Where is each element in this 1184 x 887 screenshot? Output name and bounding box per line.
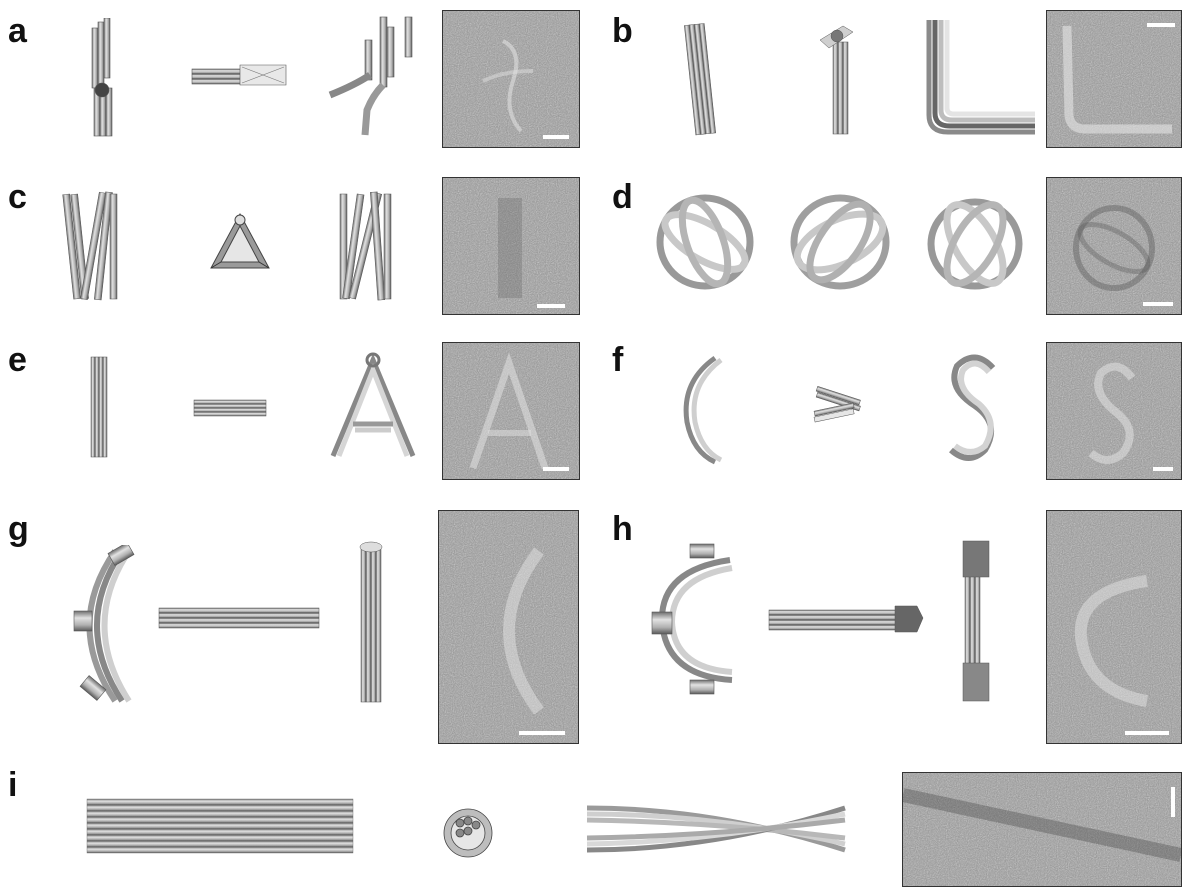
panel-b-tem-image [1046, 10, 1182, 148]
panel-label-d: d [612, 180, 633, 214]
panel-f-model-top [808, 383, 868, 433]
panel-a-model-side [190, 55, 290, 95]
scale-bar [1143, 302, 1173, 306]
panel-e-tem-image [442, 342, 580, 480]
panel-a-tem-image [442, 10, 580, 148]
scale-bar [1153, 467, 1173, 471]
scale-bar [519, 731, 565, 735]
panel-g-tem-image [438, 510, 579, 744]
panel-label-i: i [8, 768, 17, 802]
panel-b-model-assembled [920, 18, 1040, 138]
scale-bar [1147, 23, 1175, 27]
panel-i-model-end [440, 805, 495, 860]
panel-c-model-side [330, 190, 405, 305]
panel-label-h: h [612, 512, 633, 546]
panel-c-model-top [205, 210, 275, 275]
panel-d-model-3 [920, 190, 1030, 295]
panel-e-model-side [190, 398, 270, 420]
panel-d-model-1 [650, 190, 760, 295]
panel-e-model-front [85, 355, 115, 460]
panel-b-model-front [680, 22, 725, 137]
panel-label-c: c [8, 180, 27, 214]
panel-a-model-assembled [325, 15, 420, 140]
panel-f-tem-image [1046, 342, 1182, 480]
scale-bar [543, 135, 569, 139]
panel-label-f: f [612, 343, 623, 377]
panel-g-model-side [155, 605, 323, 635]
panel-e-model-assembled [325, 352, 425, 460]
panel-h-model-front [650, 540, 750, 700]
scale-bar [537, 304, 565, 308]
panel-c-model-front [60, 190, 135, 305]
panel-label-e: e [8, 343, 27, 377]
scale-bar [543, 467, 569, 471]
panel-i-model-twisted [585, 800, 847, 858]
panel-f-model-assembled [945, 352, 1005, 464]
panel-label-g: g [8, 512, 29, 546]
panel-c-tem-image [442, 177, 580, 315]
panel-f-model-front [675, 352, 735, 467]
panel-g-model-top [355, 540, 390, 708]
panel-label-a: a [8, 14, 27, 48]
panel-g-model-front [62, 545, 147, 710]
panel-i-model-front [85, 795, 355, 857]
panel-i-tem-image [902, 772, 1182, 887]
panel-d-model-2 [785, 190, 895, 295]
scale-bar [1125, 731, 1169, 735]
panel-h-tem-image [1046, 510, 1182, 744]
panel-d-tem-image [1046, 177, 1182, 315]
panel-b-model-side [815, 22, 860, 137]
panel-h-model-top [955, 535, 1000, 705]
panel-label-b: b [612, 14, 633, 48]
scale-bar [1171, 787, 1175, 817]
panel-a-model-front [80, 18, 130, 138]
panel-h-model-side [765, 600, 925, 640]
